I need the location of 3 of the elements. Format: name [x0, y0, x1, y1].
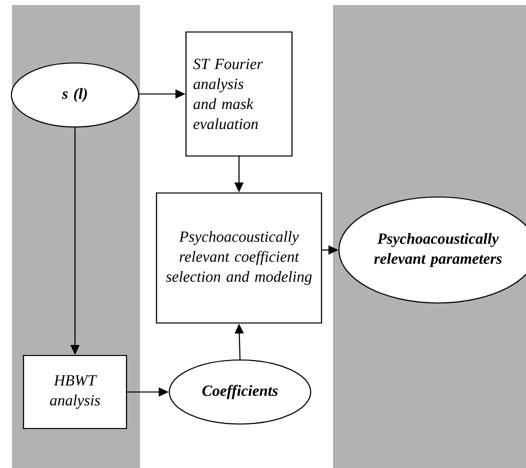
- process-box: HBWT analysis: [22, 354, 128, 430]
- process-box: ST Fourier analysis and mask evaluation: [185, 31, 293, 157]
- process-box: Psychoacoustically relevant coefficient selection and modeling: [156, 192, 322, 324]
